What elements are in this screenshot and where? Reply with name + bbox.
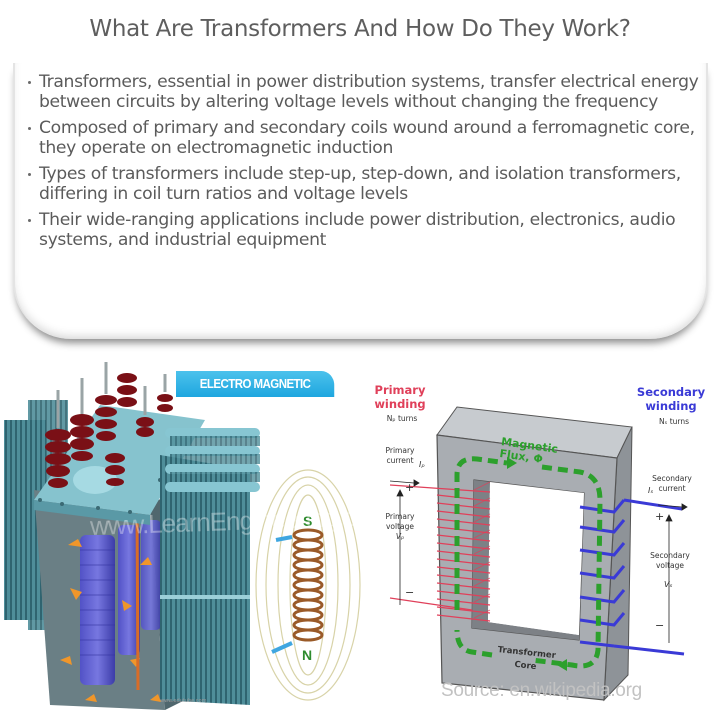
label-line: current (658, 484, 686, 493)
primary-current-label: Primary current (380, 446, 420, 466)
transformer-3d-illustration: S N (4, 362, 361, 710)
pole-north-label: N (302, 647, 312, 663)
primary-turns-label: Nₚ turns (386, 414, 418, 423)
label-line: voltage (385, 522, 415, 531)
secondary-plus-sign: + (655, 510, 665, 523)
primary-minus-sign: − (405, 586, 415, 599)
bullet-item: Composed of primary and secondary coils … (26, 118, 706, 158)
magnetic-flux-path (454, 456, 603, 669)
secondary-voltage-label: Secondary voltage (648, 551, 692, 571)
secondary-current-label: Secondary current (650, 474, 694, 494)
primary-winding (389, 484, 491, 622)
secondary-winding-label: Secondary winding (632, 385, 710, 413)
secondary-turns-label: Nₛ turns (658, 417, 690, 426)
magnetic-field-lines (255, 469, 361, 701)
label-line: Primary (385, 512, 415, 521)
emi-banner: ELECTRO MAGNETIC INDUCTION (176, 371, 335, 417)
bullet-item: Their wide-ranging applications include … (26, 210, 706, 250)
bushings (45, 362, 173, 488)
pole-south-label: S (303, 513, 312, 529)
label-line: Primary (385, 446, 415, 455)
label-line: Primary (374, 383, 426, 397)
label-line: current (386, 456, 414, 465)
image-credit: www.edutube.com (160, 698, 207, 704)
secondary-winding (579, 498, 685, 656)
label-line: Secondary (650, 551, 690, 560)
label-line: voltage (655, 561, 685, 570)
page-title: What Are Transformers And How Do They Wo… (89, 16, 631, 42)
bullet-item: Types of transformers include step-up, s… (26, 164, 706, 204)
primary-winding-label: Primary winding (372, 383, 428, 411)
label-line: Secondary (636, 385, 706, 399)
right-radiator (160, 428, 260, 705)
secondary-voltage-symbol: Vₛ (664, 580, 673, 589)
label-line: Secondary (652, 474, 692, 483)
coil-middle (118, 525, 140, 655)
bullet-item: Transformers, essential in power distrib… (26, 72, 706, 112)
image-source-credit: Source: en.wikipedia.org (441, 680, 642, 701)
label-line: winding (374, 397, 426, 411)
summary-bullets: Transformers, essential in power distrib… (26, 72, 706, 256)
secondary-current-symbol: Iₛ (648, 486, 654, 495)
primary-plus-sign: + (405, 481, 415, 494)
label-line: Vₚ (395, 532, 405, 541)
label-line: winding (645, 399, 697, 413)
primary-current-symbol: Iₚ (419, 460, 425, 469)
secondary-minus-sign: − (655, 619, 665, 632)
summary-card (13, 63, 708, 339)
transformer-core-diagram (389, 406, 688, 702)
solenoid-coil (292, 528, 324, 642)
primary-voltage-label: Primary voltage Vₚ (380, 512, 420, 542)
